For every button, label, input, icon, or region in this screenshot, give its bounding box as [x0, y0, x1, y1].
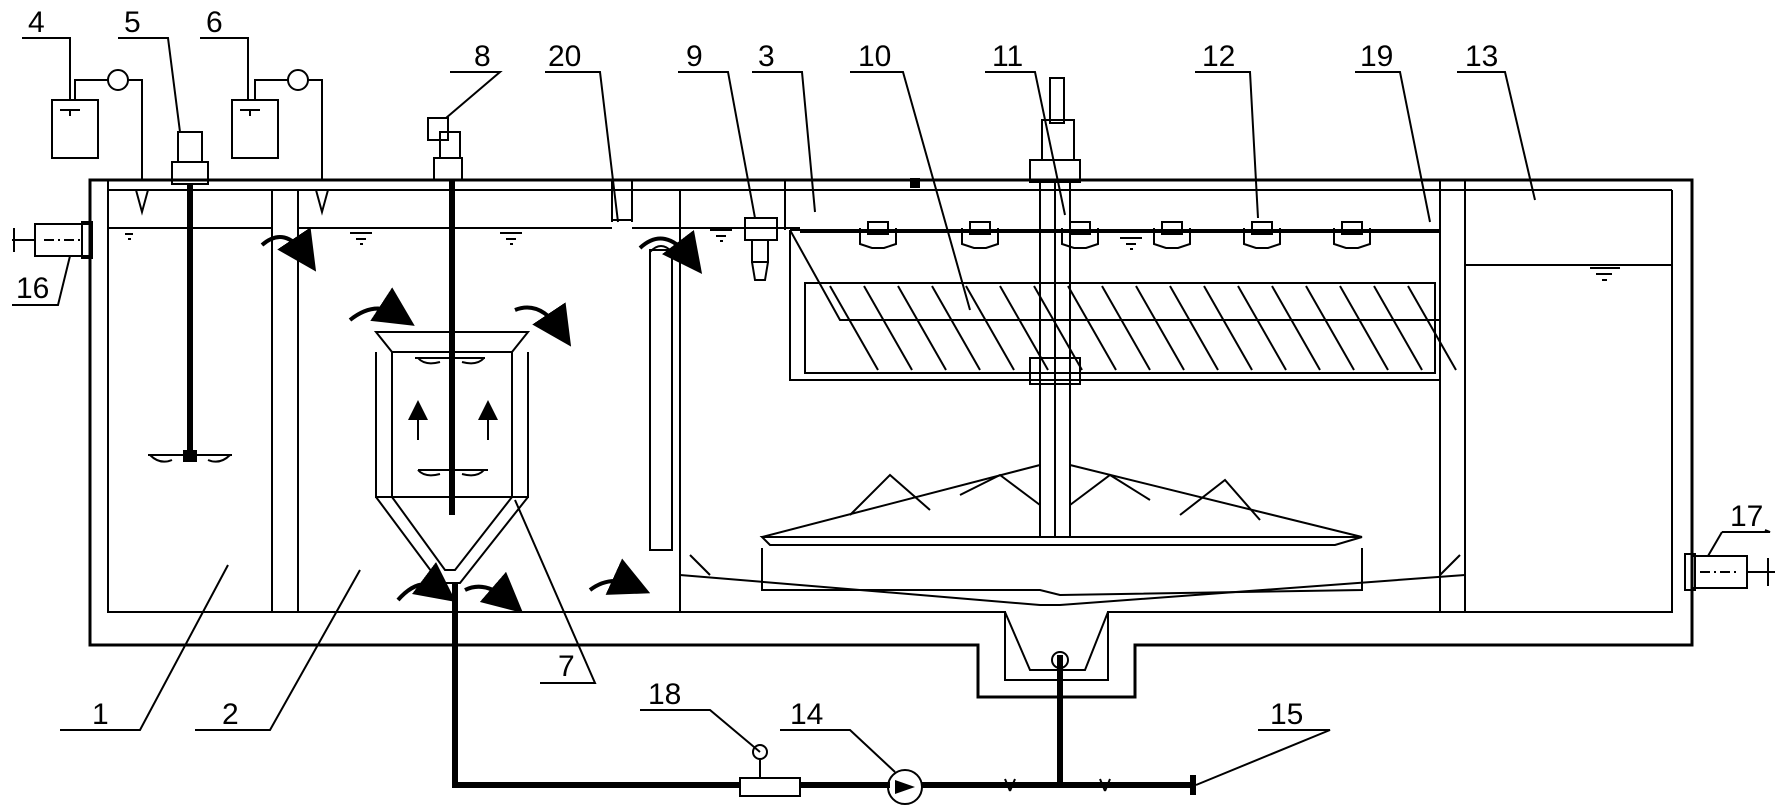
label-14: 14 [790, 698, 823, 731]
label-20: 20 [548, 40, 581, 73]
label-11: 11 [992, 40, 1023, 73]
outlet-pipe-17 [1684, 553, 1775, 591]
settler-plate [1135, 285, 1185, 371]
callout-labels: 4 5 6 8 20 9 3 10 11 12 19 13 16 17 1 2 … [16, 6, 1763, 731]
label-7: 7 [558, 650, 575, 683]
label-12: 12 [1202, 40, 1235, 73]
weir-trough [1061, 221, 1099, 249]
weir-trough [1333, 221, 1371, 249]
settler-plate [1339, 285, 1389, 371]
settler-plate [1237, 285, 1287, 371]
mixer-5 [148, 131, 232, 463]
settler-plate [1373, 285, 1423, 371]
inlet-pipe-16 [12, 221, 93, 259]
label-6: 6 [206, 6, 223, 39]
tank-outline [88, 178, 1694, 699]
dosing-tank-6 [231, 69, 329, 216]
inclined-plate-settler [789, 229, 1457, 381]
mixer-8 [427, 117, 463, 515]
recirculation-pipeline [452, 583, 1196, 805]
weir-trough [859, 221, 897, 249]
label-8: 8 [474, 40, 491, 73]
weir-trough [1153, 221, 1191, 249]
settler-plate [931, 285, 981, 371]
settler-plate [965, 285, 1015, 371]
label-4: 4 [28, 6, 45, 39]
weir-trough [961, 221, 999, 249]
label-13: 13 [1465, 40, 1498, 73]
settler-plate [1169, 285, 1219, 371]
settler-plate [829, 285, 879, 371]
settler-plate [897, 285, 947, 371]
leader-lines [12, 37, 1771, 786]
label-2: 2 [222, 698, 239, 731]
label-9: 9 [686, 40, 703, 73]
settler-plate [1101, 285, 1151, 371]
scraper-11 [759, 77, 1363, 597]
label-1: 1 [92, 698, 109, 731]
weir-troughs-12 [859, 221, 1371, 249]
settler-plate [1203, 285, 1253, 371]
settler-plate [1305, 285, 1355, 371]
settler-plate [1407, 285, 1457, 371]
flow-arrows [260, 227, 703, 614]
label-17: 17 [1730, 500, 1763, 533]
collector-9 [744, 217, 778, 281]
label-18: 18 [648, 678, 681, 711]
weir-trough [1243, 221, 1281, 249]
settler-plate [863, 285, 913, 371]
settler-plate [1067, 285, 1117, 371]
label-3: 3 [758, 40, 775, 73]
dosing-tank-4 [51, 69, 149, 216]
settler-plate [1033, 285, 1083, 371]
label-10: 10 [858, 40, 891, 73]
water-levels [108, 227, 1672, 281]
settler-plate [1271, 285, 1321, 371]
label-5: 5 [124, 6, 141, 39]
label-15: 15 [1270, 698, 1303, 731]
label-16: 16 [16, 272, 49, 305]
label-19: 19 [1360, 40, 1393, 73]
